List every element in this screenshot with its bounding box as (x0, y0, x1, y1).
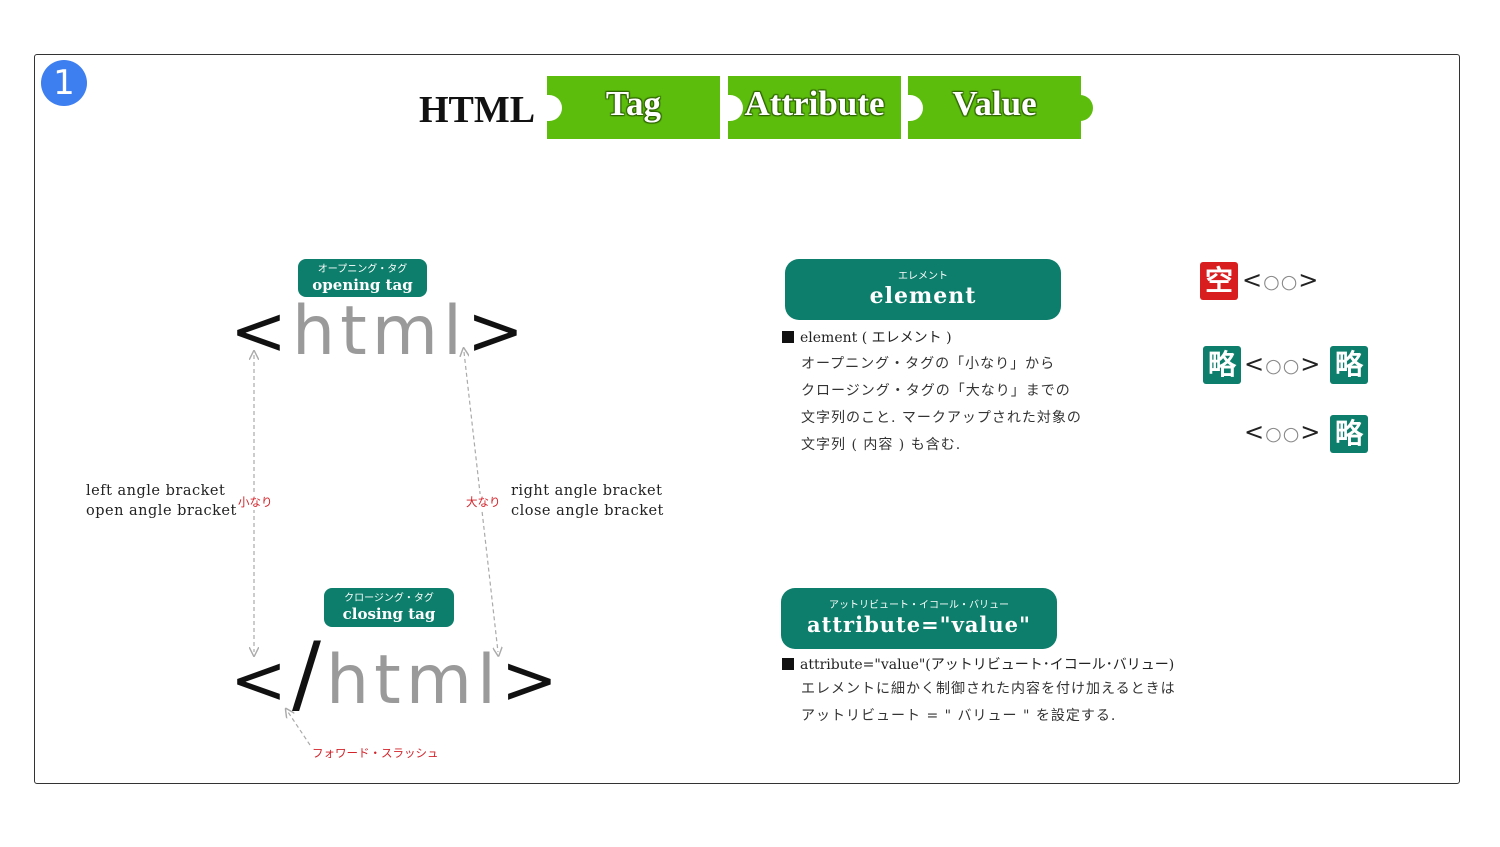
omit-end-only-kanji: 略 (1330, 415, 1368, 453)
closing-tag-pill: クロージング・タグ closing tag (324, 588, 454, 627)
markup-gt: > (1298, 266, 1320, 294)
element-pill: エレメント element (785, 259, 1061, 320)
closing-left-bracket: < (230, 641, 292, 720)
opening-tag-code: <html> (230, 292, 529, 372)
forward-slash-label: フォワード・スラッシュ (312, 746, 439, 760)
element-desc-line: 文字列 ( 内容 ) も含む. (801, 437, 962, 453)
closing-tag-name: html (325, 641, 501, 720)
element-heading-text: element ( エレメント ) (800, 330, 952, 346)
closing-tag-label: closing tag (342, 605, 436, 623)
right-bracket-line2: close angle bracket (511, 503, 664, 519)
markup-placeholder: ○○ (1265, 355, 1301, 377)
element-label: element (869, 283, 977, 309)
left-bracket-line2: open angle bracket (86, 503, 237, 519)
puzzle-label-attribute: Attribute (744, 84, 885, 123)
opening-tag-pill: オープニング・タグ opening tag (298, 259, 427, 297)
markup-lt: < (1244, 350, 1266, 378)
markup-placeholder: ○○ (1263, 271, 1299, 293)
right-bracket-label: right angle bracket close angle bracket (511, 481, 664, 521)
element-desc-line: 文字列のこと. マークアップされた対象の (801, 410, 1082, 426)
left-bracket-jp: 小なり (238, 494, 273, 510)
closing-tag-ruby: クロージング・タグ (344, 593, 434, 604)
element-desc-line: オープニング・タグの「小なり」から (801, 356, 1056, 372)
puzzle-notch (545, 95, 562, 121)
puzzle-knob (1077, 95, 1093, 121)
omit-end-markup: <○○> (1244, 418, 1321, 446)
puzzle-label-tag: Tag (605, 84, 662, 123)
step-number-badge: 1 (41, 60, 87, 106)
attribute-pill: アットリビュート・イコール・バリュー attribute="value" (781, 588, 1057, 649)
right-bracket-line1: right angle bracket (511, 483, 663, 499)
puzzle-notch (906, 95, 923, 121)
markup-gt: > (1300, 350, 1322, 378)
markup-lt: < (1244, 418, 1266, 446)
opening-tag-label: opening tag (312, 276, 413, 294)
opening-tag-name: html (291, 292, 467, 371)
omit-end-kanji: 略 (1330, 346, 1368, 384)
puzzle-notch (726, 95, 743, 121)
bullet-square (782, 331, 794, 343)
puzzle-piece-tag: Tag (545, 76, 720, 139)
markup-placeholder: ○○ (1265, 423, 1301, 445)
opening-left-bracket: < (230, 292, 292, 371)
markup-gt: > (1300, 418, 1322, 446)
element-ruby: エレメント (898, 271, 948, 282)
attribute-desc-line: エレメントに細かく制御された内容を付け加えるときは (801, 681, 1176, 697)
empty-element-markup: <○○> (1242, 266, 1319, 294)
omit-both-markup: <○○> (1244, 350, 1321, 378)
closing-slash: / (291, 624, 326, 724)
bullet-square (782, 658, 794, 670)
html-title: HTML (419, 89, 536, 131)
omit-start-kanji: 略 (1203, 346, 1241, 384)
puzzle-piece-attribute: Attribute (726, 76, 901, 139)
attribute-desc-line: アットリビュート = " バリュー " を設定する. (801, 708, 1117, 724)
puzzle-label-value: Value (952, 84, 1037, 123)
left-bracket-line1: left angle bracket (86, 483, 226, 499)
opening-right-bracket: > (466, 292, 529, 371)
element-desc-line: クロージング・タグの「大なり」までの (801, 383, 1071, 399)
closing-right-bracket: > (500, 641, 563, 720)
opening-tag-ruby: オープニング・タグ (317, 264, 408, 275)
diagram-frame (34, 54, 1460, 784)
left-bracket-label: left angle bracket open angle bracket (86, 481, 237, 521)
closing-tag-code: </html> (230, 631, 563, 721)
element-heading: element ( エレメント ) (782, 327, 952, 347)
attribute-heading: attribute="value"(アットリビュート･イコール･バリュー) (782, 654, 1174, 674)
attribute-heading-text: attribute="value"(アットリビュート･イコール･バリュー) (800, 657, 1175, 673)
attribute-ruby: アットリビュート・イコール・バリュー (829, 600, 1009, 611)
right-bracket-jp: 大なり (466, 494, 501, 510)
markup-lt: < (1242, 266, 1264, 294)
puzzle-piece-value: Value (906, 76, 1093, 139)
empty-element-kanji: 空 (1200, 262, 1238, 300)
attribute-label: attribute="value" (807, 612, 1031, 637)
